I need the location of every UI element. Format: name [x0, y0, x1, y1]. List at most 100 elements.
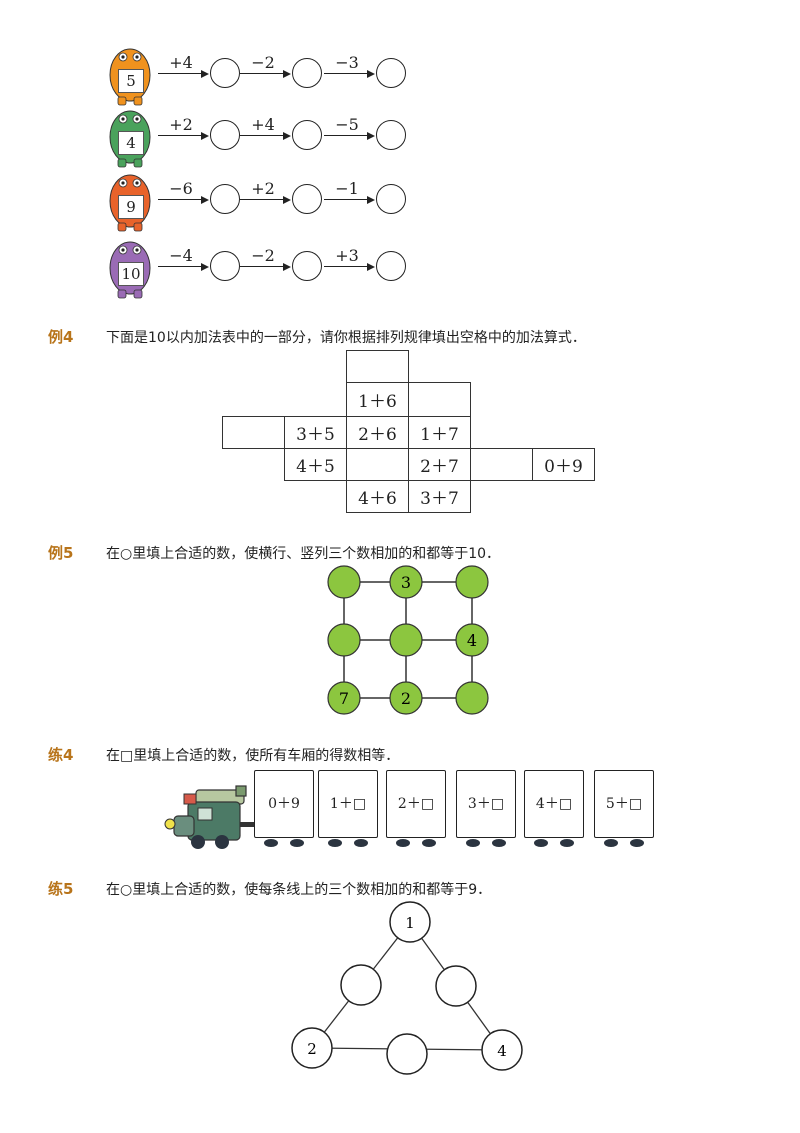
- answer-circle[interactable]: [210, 58, 240, 88]
- answer-circle[interactable]: [376, 184, 406, 214]
- ex5-instruction: 在○里填上合适的数，使横行、竖列三个数相加的和都等于10．: [106, 546, 501, 562]
- left-middle-node[interactable]: [340, 964, 382, 1006]
- arrow: [240, 135, 284, 136]
- bottom-right-node-value: 4: [497, 1042, 507, 1060]
- table-cell: 4＋5: [284, 448, 347, 481]
- arrow: [240, 73, 284, 74]
- table-cell: 1＋6: [346, 382, 409, 417]
- bottom-middle-node[interactable]: [386, 1033, 428, 1075]
- start-number-card: 5: [118, 69, 144, 93]
- arrow-head-icon: [201, 131, 209, 140]
- arrow-head-icon: [367, 131, 375, 140]
- wheel-icon: [466, 839, 480, 847]
- wheel-icon: [560, 839, 574, 847]
- answer-circle[interactable]: [210, 120, 240, 150]
- train-car: 0＋9: [254, 770, 314, 838]
- table-cell[interactable]: [346, 350, 409, 383]
- bottom-left-node: [291, 1027, 333, 1069]
- answer-circle[interactable]: [210, 184, 240, 214]
- answer-circle[interactable]: [376, 251, 406, 281]
- arrow-head-icon: [367, 262, 375, 271]
- wheel-icon: [604, 839, 618, 847]
- operation-label: −1: [335, 179, 359, 198]
- arrow-head-icon: [201, 262, 209, 271]
- train-car[interactable]: 1＋□: [318, 770, 378, 838]
- grid-node-value: 4: [467, 631, 477, 650]
- table-cell: 2＋6: [346, 416, 409, 449]
- train-car[interactable]: 3＋□: [456, 770, 516, 838]
- triangle-puzzle: 1 2 4: [291, 901, 523, 1075]
- table-cell[interactable]: [408, 382, 471, 417]
- arrow: [324, 199, 368, 200]
- bottom-left-node-value: 2: [307, 1040, 317, 1058]
- pr5-instruction: 在○里填上合适的数，使每条线上的三个数相加的和都等于9．: [106, 882, 492, 898]
- operation-label: −5: [335, 115, 359, 134]
- grid-node[interactable]: [327, 623, 361, 657]
- answer-circle[interactable]: [292, 58, 322, 88]
- right-middle-node[interactable]: [435, 965, 477, 1007]
- table-cell: 3＋7: [408, 480, 471, 513]
- grid-node: [389, 681, 423, 715]
- wheel-icon: [328, 839, 342, 847]
- grid-node[interactable]: [389, 623, 423, 657]
- operation-label: −2: [251, 53, 275, 72]
- table-cell[interactable]: [470, 448, 533, 481]
- pr4-instruction: 在□里填上合适的数，使所有车厢的得数相等．: [106, 748, 400, 764]
- ex5-label: 例5: [48, 544, 74, 562]
- table-cell: 3＋5: [284, 416, 347, 449]
- table-cell[interactable]: [346, 448, 409, 481]
- operation-label: −6: [169, 179, 193, 198]
- start-number-card: 9: [118, 195, 144, 219]
- table-cell: 2＋7: [408, 448, 471, 481]
- answer-circle[interactable]: [292, 251, 322, 281]
- train-engine-illustration: [164, 785, 254, 849]
- operation-label: −4: [169, 246, 193, 265]
- sum-grid: 3 4 7 2: [327, 565, 489, 715]
- answer-circle[interactable]: [292, 120, 322, 150]
- grid-node-value: 7: [339, 689, 349, 708]
- arrow-head-icon: [283, 195, 291, 204]
- wheel-icon: [534, 839, 548, 847]
- grid-node[interactable]: [455, 681, 489, 715]
- pr4-label: 练4: [48, 746, 74, 764]
- wheel-icon: [264, 839, 278, 847]
- top-node: [389, 901, 431, 943]
- arrow: [158, 199, 202, 200]
- arrow-head-icon: [201, 69, 209, 78]
- grid-node: [389, 565, 423, 599]
- wheel-icon: [354, 839, 368, 847]
- answer-circle[interactable]: [292, 184, 322, 214]
- table-cell: 1＋7: [408, 416, 471, 449]
- train-car[interactable]: 4＋□: [524, 770, 584, 838]
- answer-circle[interactable]: [376, 58, 406, 88]
- ex4-label: 例4: [48, 328, 74, 346]
- grid-node[interactable]: [455, 565, 489, 599]
- wheel-icon: [492, 839, 506, 847]
- arrow-head-icon: [201, 195, 209, 204]
- arrow: [324, 135, 368, 136]
- arrow-head-icon: [283, 262, 291, 271]
- arrow-head-icon: [283, 69, 291, 78]
- arrow: [158, 73, 202, 74]
- operation-label: −2: [251, 246, 275, 265]
- operation-label: +4: [251, 115, 275, 134]
- operation-label: +4: [169, 53, 193, 72]
- arrow: [240, 266, 284, 267]
- operation-label: +3: [335, 246, 359, 265]
- train-car[interactable]: 5＋□: [594, 770, 654, 838]
- grid-node-value: 2: [401, 689, 411, 708]
- answer-circle[interactable]: [210, 251, 240, 281]
- table-cell: 4＋6: [346, 480, 409, 513]
- top-node-value: 1: [405, 914, 415, 932]
- answer-circle[interactable]: [376, 120, 406, 150]
- pr5-label: 练5: [48, 880, 74, 898]
- grid-node[interactable]: [327, 565, 361, 599]
- grid-node: [327, 681, 361, 715]
- arrow: [158, 266, 202, 267]
- arrow-head-icon: [367, 195, 375, 204]
- train-car[interactable]: 2＋□: [386, 770, 446, 838]
- grid-node: [455, 623, 489, 657]
- arrow: [324, 73, 368, 74]
- grid-node-value: 3: [401, 573, 411, 592]
- table-cell[interactable]: [222, 416, 285, 449]
